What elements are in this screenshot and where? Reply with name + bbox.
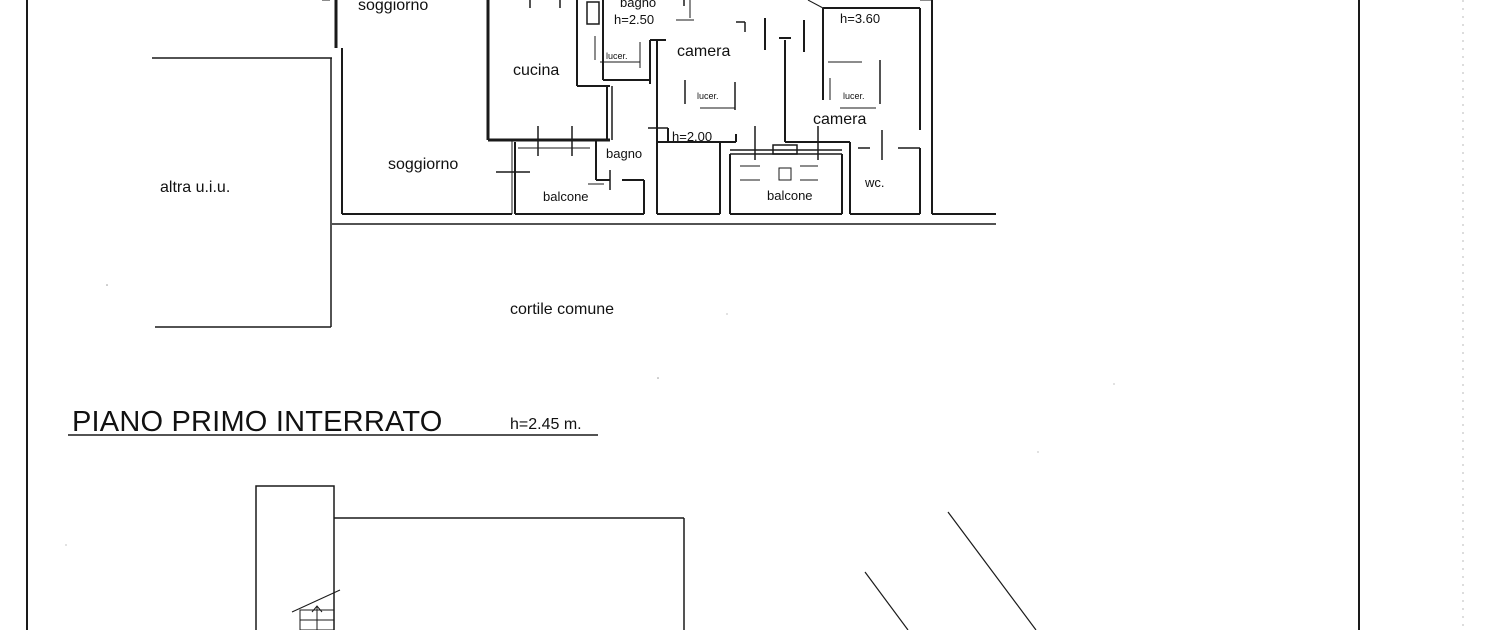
label-h-bagno-top: h=2.50 [614,12,654,27]
label-bagno-2: bagno [606,146,642,161]
label-balcone-1: balcone [543,189,589,204]
label-altra-uiu: altra u.i.u. [160,179,230,196]
room-labels: soggiorno bagno h=2.50 h=3.60 lucer. cam… [160,0,885,318]
label-lucer-2: lucer. [697,91,719,101]
section-title-text: PIANO PRIMO INTERRATO [72,406,443,438]
label-soggiorno-2: soggiorno [388,156,458,173]
section-title: PIANO PRIMO INTERRATO h=2.45 m. [68,406,598,438]
label-cucina: cucina [513,62,559,79]
label-camera-1: camera [677,43,730,60]
scan-specks [65,284,1115,546]
building-walls [152,0,996,328]
label-soggiorno-top: soggiorno [358,0,428,14]
basement-walls [255,485,1037,630]
section-height-text: h=2.45 m. [510,416,582,433]
label-lucer-3: lucer. [843,91,865,101]
label-h-camera-right: h=3.60 [840,11,880,26]
label-camera-2: camera [813,111,866,128]
label-cortile-comune: cortile comune [510,301,614,318]
sheet-frame [26,0,1464,630]
label-lucer-1: lucer. [606,51,628,61]
label-balcone-2: balcone [767,188,813,203]
label-bagno-top: bagno [620,0,656,10]
label-wc: wc. [864,175,885,190]
label-h-corridoio: h=2.00 [672,129,712,144]
